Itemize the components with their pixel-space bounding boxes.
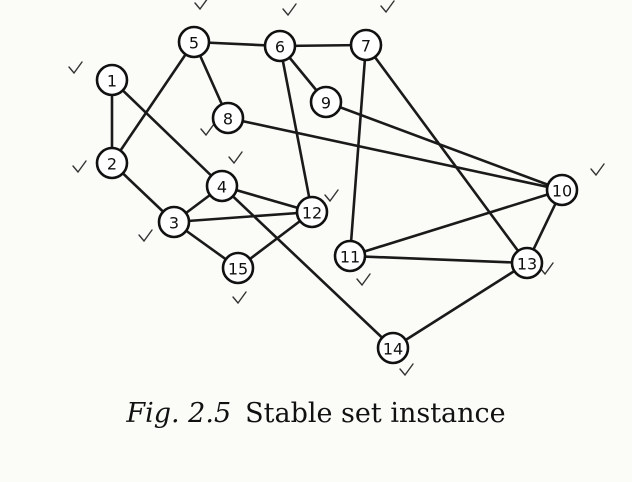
check-mark-layer — [68, 0, 605, 377]
node-9: 9 — [309, 85, 343, 119]
node-10: 10 — [545, 173, 579, 207]
check-mark-icon — [72, 160, 87, 174]
node-12: 12 — [295, 195, 329, 229]
edge-2-5 — [110, 40, 196, 165]
edge-4-14 — [220, 184, 395, 350]
node-2: 2 — [95, 146, 129, 180]
node-label: 15 — [228, 260, 248, 279]
node-circle — [157, 205, 191, 239]
node-circle — [309, 85, 343, 119]
edge-11-10 — [348, 188, 564, 258]
node-circle — [545, 173, 579, 207]
edge-3-12 — [172, 210, 314, 224]
node-circle — [211, 101, 245, 135]
edge-7-13 — [364, 43, 529, 265]
caption-prefix: Fig. 2.5 — [126, 398, 232, 429]
edge-13-14 — [391, 261, 529, 350]
check-mark-icon — [380, 0, 395, 14]
node-circle — [333, 239, 367, 273]
edge-layer — [110, 40, 564, 350]
node-label: 8 — [223, 110, 233, 129]
node-7: 7 — [349, 28, 383, 62]
node-label: 14 — [383, 340, 403, 359]
node-label: 11 — [340, 248, 360, 267]
edge-7-11 — [348, 43, 368, 258]
edge-1-4 — [110, 78, 224, 188]
node-label: 13 — [517, 255, 537, 274]
node-6: 6 — [263, 29, 297, 63]
check-mark-icon — [232, 291, 247, 305]
node-circle — [263, 29, 297, 63]
node-label: 5 — [189, 34, 199, 53]
node-15: 15 — [221, 251, 255, 285]
node-3: 3 — [157, 205, 191, 239]
node-circle — [95, 146, 129, 180]
node-label: 12 — [302, 204, 322, 223]
node-label: 1 — [107, 72, 117, 91]
check-mark-icon — [399, 363, 414, 377]
node-label: 6 — [275, 38, 285, 57]
node-13: 13 — [510, 246, 544, 280]
edge-9-10 — [324, 100, 564, 192]
node-circle — [95, 63, 129, 97]
check-mark-icon — [68, 61, 83, 75]
node-circle — [177, 25, 211, 59]
node-circle — [221, 251, 255, 285]
node-8: 8 — [211, 101, 245, 135]
edge-8-10 — [226, 116, 564, 192]
node-label: 3 — [169, 214, 179, 233]
node-circle — [510, 246, 544, 280]
figure-caption: Fig. 2.5 Stable set instance — [0, 398, 632, 429]
node-1: 1 — [95, 63, 129, 97]
node-14: 14 — [376, 331, 410, 365]
node-circle — [376, 331, 410, 365]
check-mark-icon — [200, 123, 215, 137]
node-11: 11 — [333, 239, 367, 273]
check-mark-icon — [356, 273, 371, 287]
node-label: 4 — [217, 178, 227, 197]
node-label: 2 — [107, 155, 117, 174]
node-circle — [295, 195, 329, 229]
node-circle — [205, 169, 239, 203]
edge-11-13 — [348, 254, 529, 265]
node-5: 5 — [177, 25, 211, 59]
check-mark-icon — [194, 0, 208, 11]
edge-6-12 — [278, 44, 314, 214]
check-mark-icon — [228, 151, 243, 165]
node-circle — [349, 28, 383, 62]
caption-text: Stable set instance — [245, 398, 506, 429]
node-4: 4 — [205, 169, 239, 203]
check-mark-icon — [324, 189, 339, 203]
node-label: 9 — [321, 94, 331, 113]
node-label: 10 — [552, 182, 572, 201]
check-mark-icon — [282, 3, 297, 17]
check-mark-icon — [138, 229, 153, 243]
check-mark-icon — [590, 163, 605, 177]
node-label: 7 — [361, 37, 371, 56]
